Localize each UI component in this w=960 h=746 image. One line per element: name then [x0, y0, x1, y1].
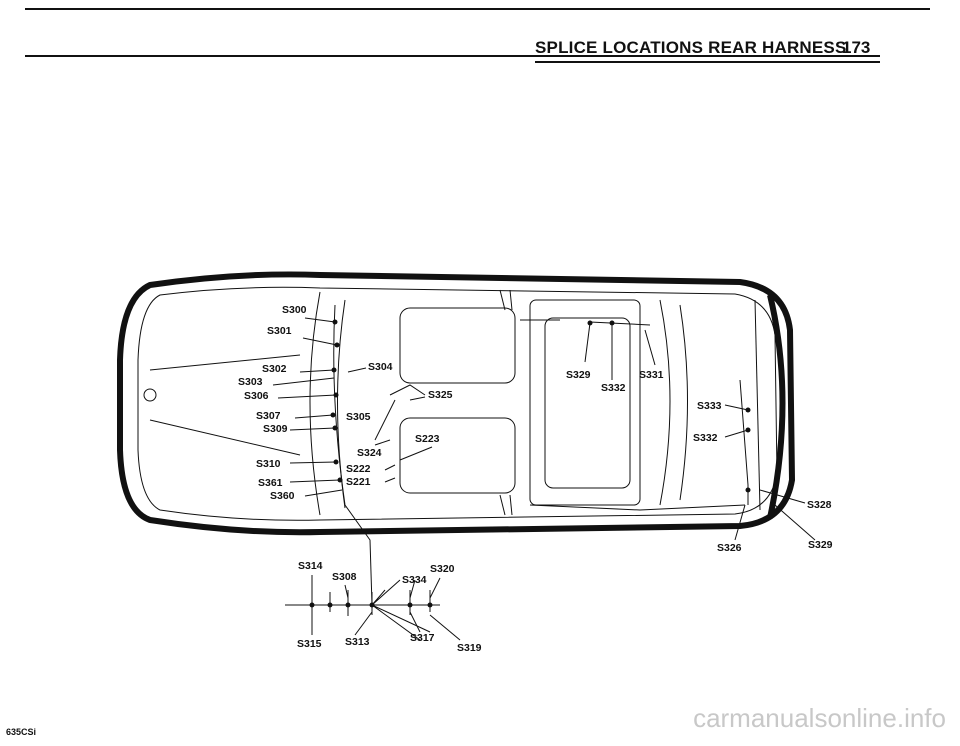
page-number: 173 — [842, 38, 871, 57]
label-s309: S309 — [263, 423, 288, 435]
label-s302: S302 — [262, 363, 287, 375]
label-s326: S326 — [717, 542, 742, 554]
top-rule — [25, 8, 930, 10]
label-s315: S315 — [297, 638, 322, 650]
label-s332-top: S332 — [601, 382, 626, 394]
label-s300: S300 — [282, 304, 307, 316]
seat-front-left — [399, 307, 516, 384]
label-s361: S361 — [258, 477, 283, 489]
label-s306: S306 — [244, 390, 269, 402]
splice-labels: S300 S301 S302 S303 S306 S304 S307 S309 … — [238, 304, 833, 654]
label-s333: S333 — [697, 400, 722, 412]
label-s360: S360 — [270, 490, 295, 502]
harness-wiring — [285, 304, 751, 641]
label-s304: S304 — [368, 361, 393, 373]
label-s325: S325 — [428, 389, 453, 401]
leader-lines — [272, 317, 816, 641]
label-s332-right: S332 — [693, 432, 718, 444]
header-rule — [25, 55, 880, 57]
header-rule-short — [535, 61, 880, 63]
label-s222: S222 — [346, 463, 371, 475]
footer-model: 635CSi — [6, 727, 37, 737]
watermark: carmanualsonline.info — [693, 703, 946, 733]
label-s329-top: S329 — [566, 369, 591, 381]
label-s221: S221 — [346, 476, 371, 488]
label-s305: S305 — [346, 411, 371, 423]
rear-seat — [529, 299, 641, 506]
page-title: SPLICE LOCATIONS REAR HARNESS — [535, 38, 847, 57]
label-s334: S334 — [402, 574, 427, 586]
seat-front-right — [399, 417, 516, 494]
label-s313: S313 — [345, 636, 370, 648]
car-body — [117, 271, 796, 536]
label-s329-bottom: S329 — [808, 539, 833, 551]
label-s331: S331 — [639, 369, 664, 381]
label-s328: S328 — [807, 499, 832, 511]
label-s324: S324 — [357, 447, 382, 459]
label-s303: S303 — [238, 376, 263, 388]
label-s310: S310 — [256, 458, 281, 470]
label-s308: S308 — [332, 571, 357, 583]
label-s317: S317 — [410, 632, 435, 644]
label-s314: S314 — [298, 560, 323, 572]
emblem-icon — [143, 388, 157, 402]
label-s320: S320 — [430, 563, 455, 575]
label-s319: S319 — [457, 642, 482, 654]
label-s301: S301 — [267, 325, 292, 337]
label-s307: S307 — [256, 410, 281, 422]
label-s223: S223 — [415, 433, 440, 445]
